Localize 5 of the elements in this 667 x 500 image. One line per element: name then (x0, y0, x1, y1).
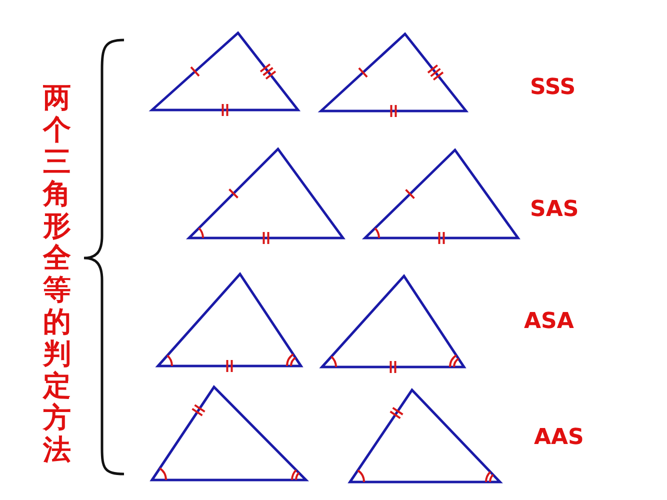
criterion-label: SAS (530, 198, 579, 222)
criterion-label: ASA (524, 310, 574, 334)
vertical-title: 两个三角形全等的判定方法 (42, 82, 72, 466)
criterion-label: SSS (530, 76, 576, 100)
criterion-label: AAS (534, 426, 584, 450)
